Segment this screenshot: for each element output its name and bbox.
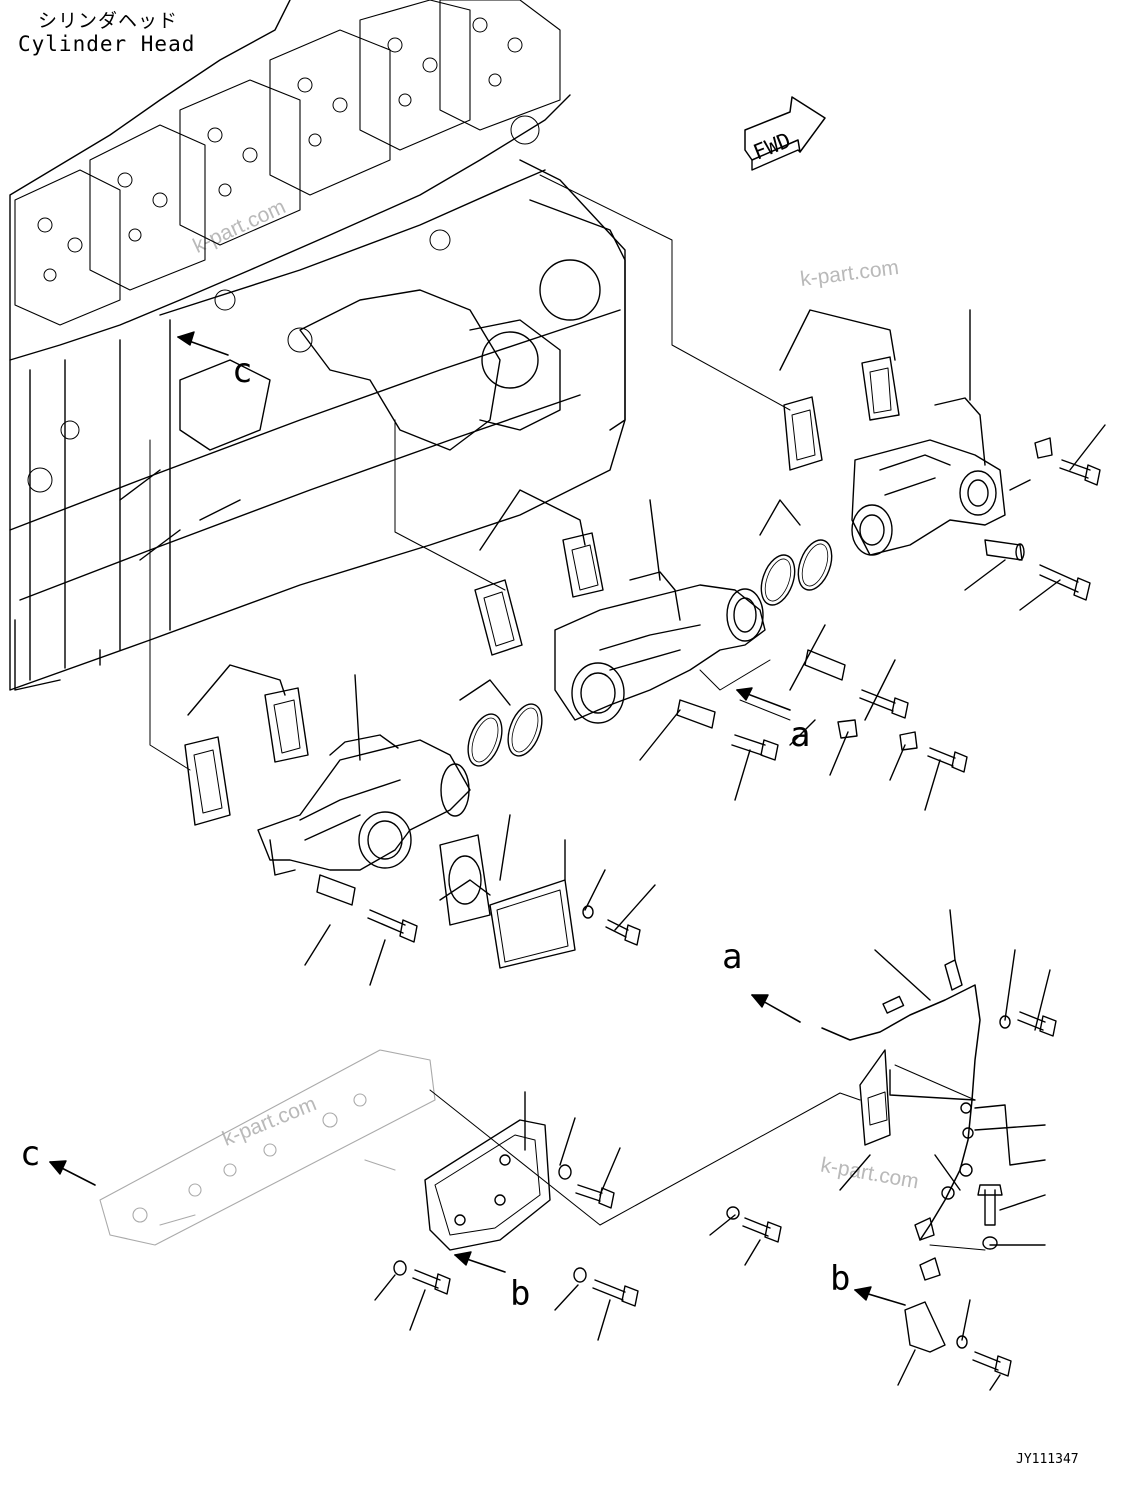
callout-a-upper: a [790, 715, 810, 755]
reference-lines [149, 174, 791, 771]
cylinder-head-blocks [14, 0, 561, 326]
exhaust-manifold-front [184, 664, 656, 986]
exhaust-manifold-rear [759, 309, 1106, 611]
callout-c-upper: c [232, 351, 252, 391]
label-japanese: シリンダヘッド [38, 10, 179, 32]
drawing-number: JY111347 [1016, 1452, 1079, 1467]
fwd-label: FWD [750, 128, 794, 164]
callout-b-right: b [830, 1259, 850, 1299]
callout-b-left: b [510, 1274, 530, 1314]
engine-block [9, 0, 626, 691]
exhaust-manifold-middle [459, 489, 968, 811]
callout-a-lower: a [722, 937, 742, 977]
label-english: Cylinder Head [18, 32, 196, 56]
head-bolts [27, 17, 540, 493]
lower-brackets [49, 909, 1057, 1391]
fwd-direction-marker [744, 96, 826, 171]
callout-c-lower: c [20, 1134, 40, 1174]
